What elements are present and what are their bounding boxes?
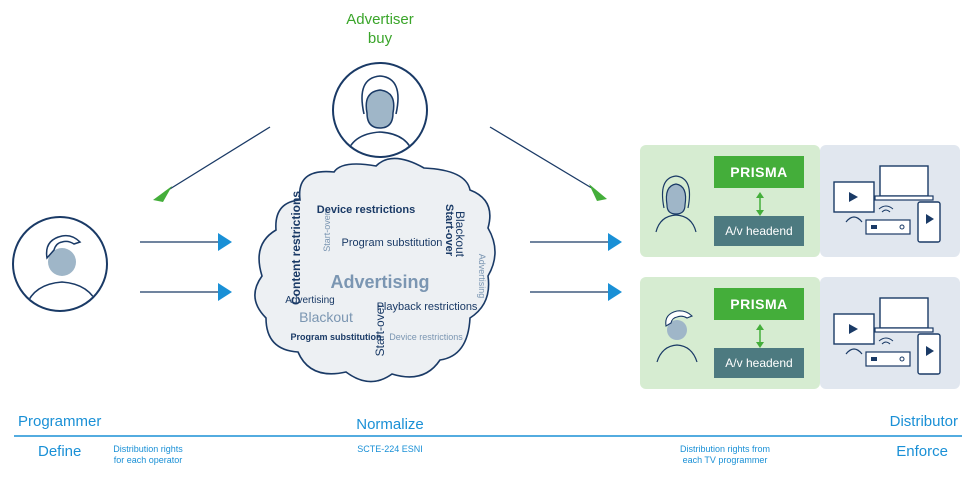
cloud-term-playback-restrictions: Playback restrictions bbox=[377, 301, 478, 313]
cloud-term-advertising-large: Advertising bbox=[330, 272, 429, 292]
cloud-term-start-over-vertical-2: Start-over bbox=[443, 204, 455, 257]
programmer-label: Programmer bbox=[18, 413, 102, 430]
advertiser-label-line1: Advertiser bbox=[346, 11, 414, 28]
advertiser-label: Advertiser buy bbox=[330, 10, 430, 48]
scte-note: SCTE-224 ESNI bbox=[357, 444, 423, 454]
arrow-advertiser-to-programmer bbox=[153, 126, 271, 202]
distributor-woman-icon bbox=[655, 175, 697, 233]
define-note-line1: Distribution rights bbox=[113, 444, 183, 454]
cloud-term-program-substitution-1: Program substitution bbox=[342, 237, 443, 249]
arrow-programmer-to-cloud-2 bbox=[140, 283, 232, 301]
define-label: Define bbox=[38, 443, 82, 460]
enforce-label: Enforce bbox=[896, 443, 948, 460]
cloud-term-blackout-vertical: Blackout bbox=[453, 211, 467, 258]
distributor-label: Distributor bbox=[889, 413, 958, 430]
advertiser-icon bbox=[332, 62, 428, 158]
rules-cloud bbox=[254, 157, 496, 383]
arrow-cloud-to-distributor-2 bbox=[530, 283, 622, 301]
cloud-term-blackout: Blackout bbox=[299, 309, 353, 325]
cloud-term-device-restrictions-small: Device restrictions bbox=[389, 332, 463, 342]
define-note: Distribution rights for each operator bbox=[100, 444, 196, 466]
arrow-cloud-to-distributor-1 bbox=[530, 233, 622, 251]
cloud-term-device-restrictions-line1: Device restrictions bbox=[317, 204, 415, 216]
enforce-note-line1: Distribution rights from bbox=[679, 444, 771, 454]
arrow-advertiser-to-distributor bbox=[489, 126, 607, 201]
enforce-note: Distribution rights from each TV program… bbox=[660, 444, 790, 466]
prisma-box-1: PRISMA bbox=[714, 156, 804, 188]
devices-icon-2 bbox=[833, 297, 941, 375]
cloud-term-device-restrictions-bold: Device restrictions bbox=[317, 204, 415, 216]
distributor-man-icon bbox=[656, 310, 698, 363]
normalize-label: Normalize bbox=[356, 416, 424, 433]
prisma-box-2: PRISMA bbox=[714, 288, 804, 320]
headend-box-2: A/v headend bbox=[714, 348, 804, 378]
programmer-icon bbox=[12, 216, 108, 312]
cloud-term-start-over-vertical-1: Start-over bbox=[322, 212, 332, 252]
define-note-line2: for each operator bbox=[113, 455, 183, 465]
arrow-programmer-to-cloud-1 bbox=[140, 233, 232, 251]
cloud-term-program-substitution-2: Program substitution bbox=[290, 332, 381, 342]
cloud-term-start-over-vertical-3: Start-over bbox=[373, 304, 387, 357]
enforce-note-line2: each TV programmer bbox=[682, 455, 768, 465]
cloud-terms: Device restrictions Content restrictions… bbox=[285, 191, 487, 357]
cloud-term-content-restrictions: Content restrictions bbox=[289, 191, 303, 305]
advertiser-label-line2: buy bbox=[367, 30, 393, 47]
cloud-term-advertising-vertical: Advertising bbox=[477, 254, 487, 299]
cloud-term-advertising-small: Advertising bbox=[285, 295, 334, 306]
headend-box-1: A/v headend bbox=[714, 216, 804, 246]
devices-icon-1 bbox=[833, 165, 941, 243]
